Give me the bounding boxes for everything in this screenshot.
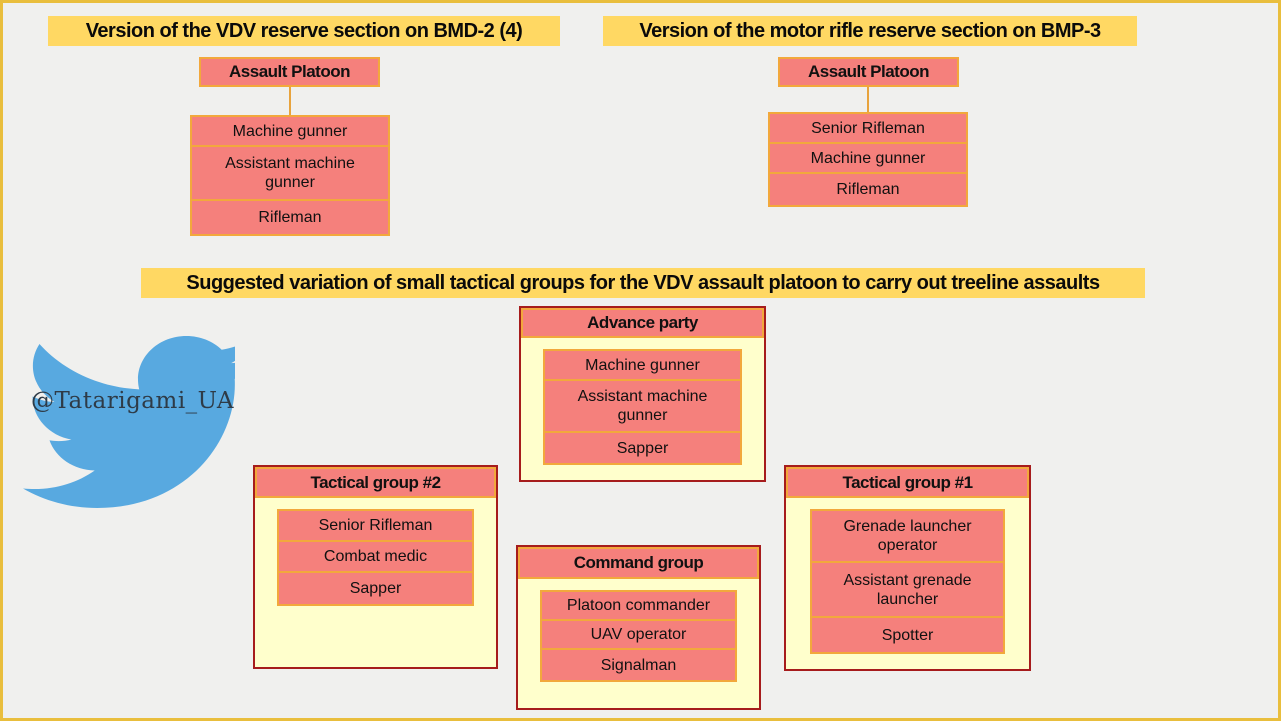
member-cell: Rifleman — [836, 181, 900, 198]
member-cell: Senior Rifleman — [279, 511, 472, 542]
member-cell: Assistant grenade launcher — [812, 563, 1003, 618]
member-cell: Machine gunner — [545, 351, 740, 381]
member-cell: Machine gunner — [770, 144, 966, 174]
member-cell: Combat medic — [279, 542, 472, 573]
member-cell: Grenade launcher operator — [812, 511, 1003, 563]
org-chart-vdv-header: Assault Platoon — [199, 57, 380, 87]
member-cell: Rifleman — [258, 209, 322, 226]
member-cell: Senior Rifleman — [770, 114, 966, 144]
org-chart-motor-rifle-header: Assault Platoon — [778, 57, 959, 87]
title-suggested-variation: Suggested variation of small tactical gr… — [141, 268, 1145, 298]
member-cell: Machine gunner — [192, 117, 388, 147]
group-tactical-1: Tactical group #1 Grenade launcher opera… — [784, 465, 1031, 671]
member-cell: UAV operator — [542, 621, 735, 650]
org-chart-vdv-members: Machine gunner Assistant machine gunner … — [190, 115, 390, 236]
title-motor-rifle-reserve-section: Version of the motor rifle reserve secti… — [603, 16, 1137, 46]
group-command: Command group Platoon commander UAV oper… — [516, 545, 761, 710]
group-tactical-2: Tactical group #2 Senior Rifleman Combat… — [253, 465, 498, 669]
member-cell: Signalman — [600, 656, 677, 674]
member-cell: Platoon commander — [542, 592, 735, 621]
member-cell: Spotter — [881, 626, 934, 644]
group-tactical-2-header: Tactical group #2 — [255, 467, 496, 498]
watermark-handle: @Tatarigami_UA — [31, 388, 234, 414]
member-cell: Assistant machine gunner — [545, 381, 740, 433]
watermark: @Tatarigami_UA — [23, 336, 238, 511]
org-chart-motor-rifle-members: Senior Rifleman Machine gunner Rifleman — [768, 112, 968, 207]
member-cell: Sapper — [349, 580, 402, 597]
member-cell: Assistant machine gunner — [192, 147, 388, 201]
group-tactical-1-header: Tactical group #1 — [786, 467, 1029, 498]
twitter-bird-icon — [23, 336, 235, 508]
group-command-header: Command group — [518, 547, 759, 579]
org-chart-vdv-connector-line — [289, 87, 291, 115]
group-advance-party: Advance party Machine gunner Assistant m… — [519, 306, 766, 482]
title-vdv-reserve-section: Version of the VDV reserve section on BM… — [48, 16, 560, 46]
member-cell: Sapper — [616, 439, 669, 457]
group-advance-party-header: Advance party — [521, 308, 764, 338]
org-chart-motor-rifle-connector-line — [867, 87, 869, 112]
